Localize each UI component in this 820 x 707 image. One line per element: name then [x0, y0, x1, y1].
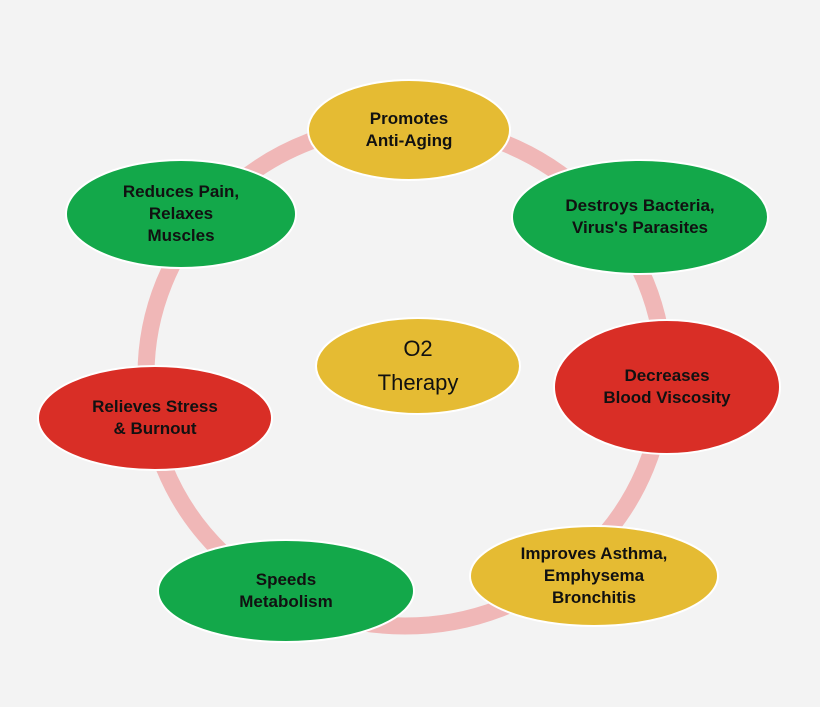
node-line: Muscles: [147, 226, 215, 245]
node-line: Reduces Pain,: [122, 182, 240, 201]
node-shape-bacteria: [511, 159, 769, 275]
node-line: Anti-Aging: [365, 131, 453, 150]
center-line: O2: [403, 336, 433, 361]
center-label: O2 Therapy: [316, 318, 520, 414]
node-label-bacteria: Destroys Bacteria, Virus's Parasites: [512, 160, 768, 274]
node-shape-anti-aging: [307, 79, 511, 181]
node-line: Bronchitis: [551, 588, 637, 607]
node-line: Destroys Bacteria,: [565, 196, 715, 215]
node-label-asthma: Improves Asthma, Emphysema Bronchitis: [470, 526, 718, 626]
node-line: Emphysema: [543, 566, 645, 585]
node-line: Relieves Stress: [92, 397, 218, 416]
node-label-metabolism: Speeds Metabolism: [158, 540, 414, 642]
node-line: Virus's Parasites: [571, 218, 709, 237]
node-shape-center: [315, 317, 521, 415]
node-shape-metabolism: [157, 539, 415, 643]
node-label-viscosity: Decreases Blood Viscosity: [554, 320, 780, 454]
node-label-stress: Relieves Stress & Burnout: [38, 366, 272, 470]
node-line: Relaxes: [148, 204, 214, 223]
node-line: Metabolism: [239, 592, 333, 611]
node-line: & Burnout: [113, 419, 197, 438]
node-line: Decreases: [624, 366, 710, 385]
node-shape-viscosity: [553, 319, 781, 455]
node-line: Speeds: [255, 570, 317, 589]
center-line: Therapy: [377, 370, 459, 395]
node-shape-pain: [65, 159, 297, 269]
node-shape-asthma: [469, 525, 719, 627]
node-label-anti-aging: Promotes Anti-Aging: [308, 80, 510, 180]
node-label-pain: Reduces Pain, Relaxes Muscles: [66, 160, 296, 268]
node-line: Promotes: [369, 109, 449, 128]
node-line: Improves Asthma,: [520, 544, 668, 563]
node-shape-stress: [37, 365, 273, 471]
node-line: Blood Viscosity: [603, 388, 731, 407]
